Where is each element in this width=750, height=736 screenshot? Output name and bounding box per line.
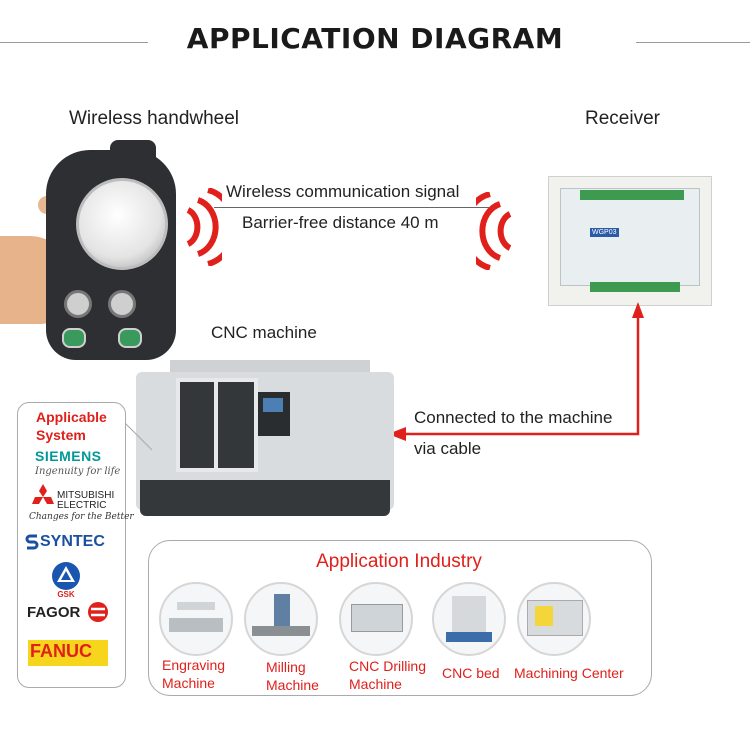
signal-waves-left-icon <box>186 188 222 266</box>
milling-machine-image <box>244 582 318 656</box>
machining-center-window <box>535 606 553 626</box>
receiver-label: Receiver <box>585 108 660 129</box>
machining-center-image <box>517 582 591 656</box>
industry-label-drilling-2: Machine <box>349 676 402 692</box>
mitsubishi-tagline: Changes for the Better <box>29 512 134 522</box>
machine-door <box>214 378 258 472</box>
siemens-logo: SIEMENS <box>35 448 102 464</box>
title-rule-right <box>636 42 750 43</box>
handwheel-label: Wireless handwheel <box>69 108 240 129</box>
enable-button <box>118 328 142 348</box>
signal-waves-right-icon <box>476 192 512 270</box>
machine-door <box>176 378 220 472</box>
industry-label-milling: Milling <box>266 659 306 675</box>
engraving-table <box>169 618 223 632</box>
industry-label-engraving-2: Machine <box>162 675 215 691</box>
cnc-bed-base <box>446 632 492 642</box>
page-title: APPLICATION DIAGRAM <box>186 22 564 55</box>
connected-label-line1: Connected to the machine <box>414 408 613 427</box>
connected-label-line2: via cable <box>414 439 482 458</box>
signal-divider <box>214 207 490 208</box>
engraving-gantry <box>177 602 215 610</box>
rate-knob <box>108 290 136 318</box>
receiver-model-label: WGP03 <box>590 228 619 237</box>
cnc-machine-label: CNC machine <box>211 323 317 342</box>
terminal-block <box>580 190 684 200</box>
industry-label-drilling: CNC Drilling <box>349 658 427 674</box>
title-rule-left <box>0 42 148 43</box>
fanuc-logo: FANUC <box>30 641 92 661</box>
mitsubishi-diamonds-icon <box>32 484 54 504</box>
handwheel-dial <box>76 178 168 270</box>
mitsubishi-logo-line2: ELECTRIC <box>57 500 107 511</box>
industry-label-machining-center: Machining Center <box>514 665 624 681</box>
cnc-bed-body <box>452 596 486 636</box>
syntec-s-icon <box>25 534 39 550</box>
mitsubishi-logo: MITSUBISHI <box>57 490 115 501</box>
enable-button <box>62 328 86 348</box>
industry-label-cnc-bed: CNC bed <box>442 665 500 681</box>
axis-knob <box>64 290 92 318</box>
cable-connector <box>388 302 644 441</box>
callout-pointer <box>121 419 153 451</box>
fanuc-logo-box <box>28 640 108 666</box>
industry-label-engraving: Engraving <box>162 657 226 673</box>
siemens-tagline: Ingenuity for life <box>35 466 121 477</box>
engraving-machine-image <box>159 582 233 656</box>
terminal-block <box>590 282 680 292</box>
machine-base <box>140 480 390 516</box>
control-screen <box>263 398 283 412</box>
cnc-bed-image <box>432 582 506 656</box>
cnc-drilling-machine-image <box>339 582 413 656</box>
applicable-system-heading: System <box>36 427 86 443</box>
fagor-swirl-icon <box>88 602 108 622</box>
signal-label: Wireless communication signal <box>226 182 460 201</box>
milling-bed <box>252 626 310 636</box>
milling-column <box>274 594 290 630</box>
distance-label: Barrier-free distance 40 m <box>242 213 439 232</box>
application-industry-title: Application Industry <box>316 551 482 572</box>
fagor-logo: FAGOR <box>27 604 81 621</box>
syntec-logo: SYNTEC <box>40 533 105 550</box>
applicable-system-heading: Applicable <box>36 409 107 425</box>
industry-label-milling-2: Machine <box>266 677 319 693</box>
gsk-logo: GSK <box>57 590 75 598</box>
receiver-board <box>560 188 700 286</box>
gsk-emblem-icon: GSK <box>52 562 80 598</box>
drilling-frame <box>351 604 403 632</box>
